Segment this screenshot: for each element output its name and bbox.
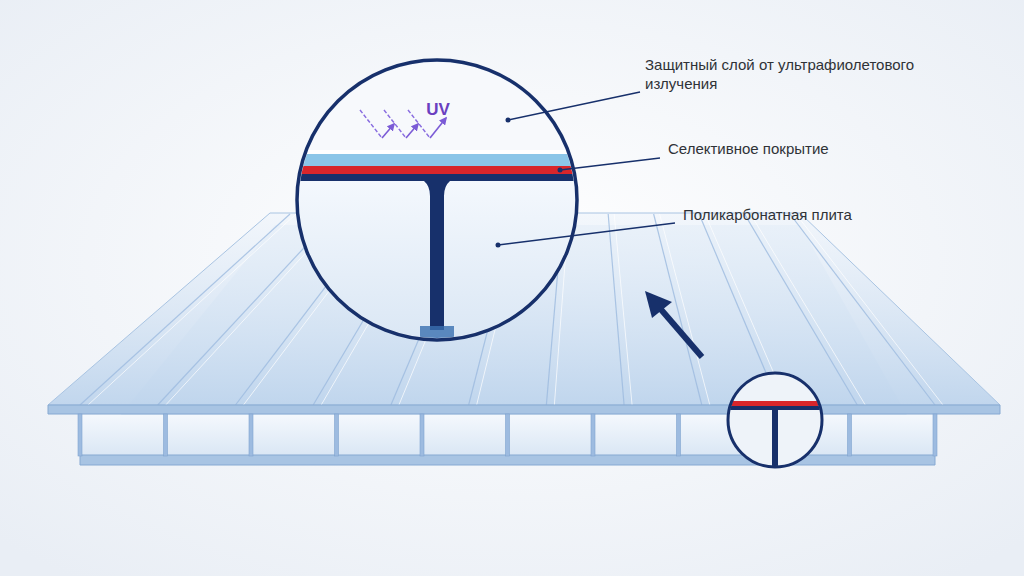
layer-label: Селективное покрытие (668, 139, 829, 158)
zoom-arrow (658, 306, 702, 357)
top-edge (48, 405, 1000, 414)
sheet-top (290, 174, 590, 181)
zoom-arrowhead (645, 291, 672, 318)
uv-label: UV (426, 100, 450, 119)
magnifier-rim (297, 60, 577, 340)
small-magnifier-rim (728, 373, 822, 467)
rib (424, 181, 450, 330)
layer-label: Поликарбонатная плита (683, 205, 852, 224)
selective-coating (290, 166, 590, 174)
layer-label: Защитный слой от ультрафиолетового излуч… (645, 55, 945, 93)
uv-layer (290, 154, 590, 166)
leader-lines (498, 92, 675, 245)
